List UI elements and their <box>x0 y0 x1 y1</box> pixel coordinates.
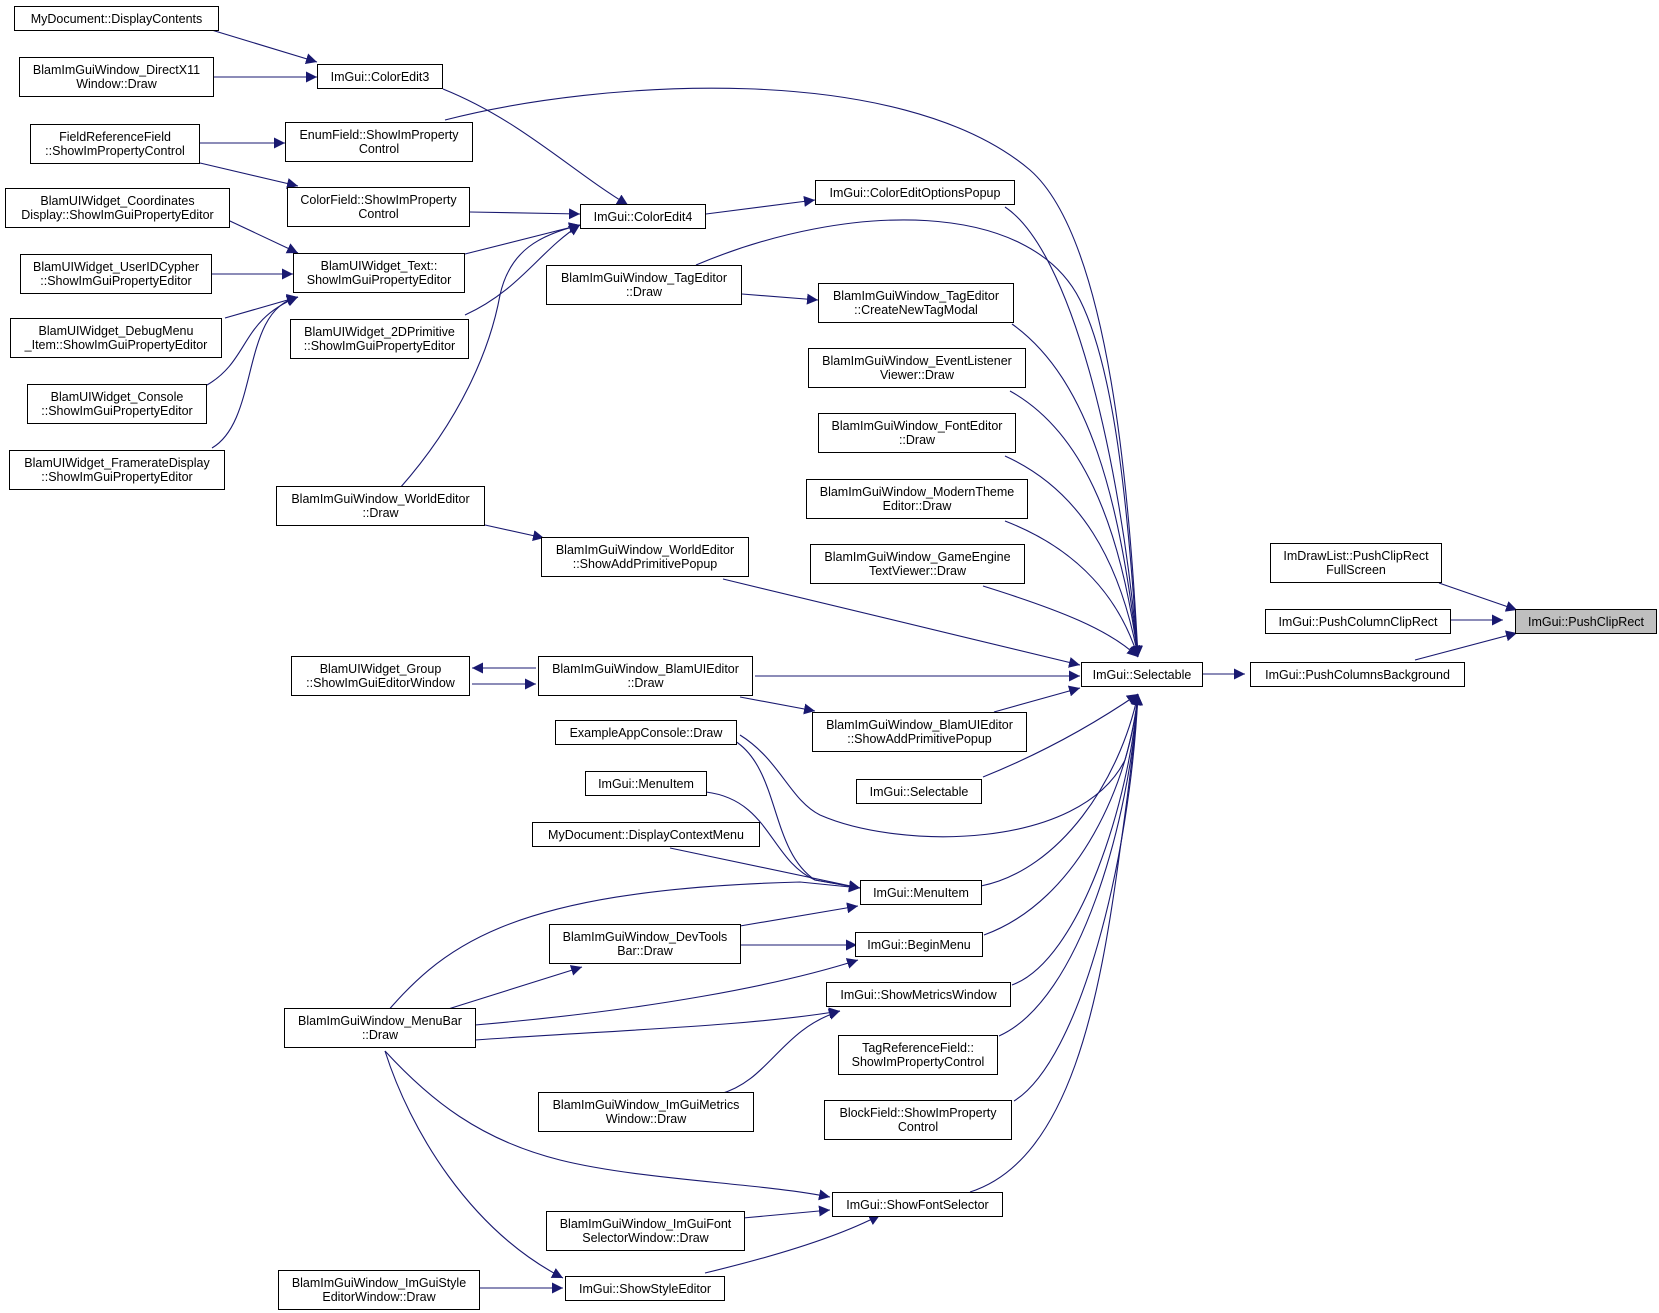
edge <box>705 195 816 215</box>
node-example-app-console[interactable]: ExampleAppConsole::Draw <box>555 720 737 745</box>
node-world-editor-draw[interactable]: BlamImGuiWindow_WorldEditor::Draw <box>276 486 485 526</box>
edge <box>384 1050 831 1201</box>
node-text-widget[interactable]: BlamUIWidget_Text::ShowImGuiPropertyEdit… <box>293 253 465 293</box>
edge <box>464 222 581 255</box>
node-show-metrics-window[interactable]: ImGui::ShowMetricsWindow <box>826 982 1011 1007</box>
edge <box>1004 455 1142 658</box>
edge <box>379 881 861 1021</box>
edge <box>980 693 1142 887</box>
edge <box>719 1009 841 1095</box>
edge <box>695 219 1143 658</box>
edge <box>204 27 318 65</box>
edge <box>969 693 1143 1193</box>
edge <box>1013 693 1143 1102</box>
node-blam-ui-editor-draw[interactable]: BlamImGuiWindow_BlamUIEditor::Draw <box>538 656 753 696</box>
edge <box>399 222 581 489</box>
edge <box>469 208 581 220</box>
edge <box>742 1205 831 1219</box>
edge <box>211 294 299 449</box>
node-world-editor-add-primitive[interactable]: BlamImGuiWindow_WorldEditor::ShowAddPrim… <box>541 537 749 577</box>
node-my-document-context-menu[interactable]: MyDocument::DisplayContextMenu <box>532 822 760 847</box>
edge <box>1004 520 1140 658</box>
node-tag-editor-create-new[interactable]: BlamImGuiWindow_TagEditor::CreateNewTagM… <box>818 283 1014 323</box>
edge <box>993 685 1081 713</box>
edge <box>722 578 1081 668</box>
node-my-document-display-contents[interactable]: MyDocument::DisplayContents <box>14 6 219 31</box>
node-field-reference-field[interactable]: FieldReferenceField::ShowImPropertyContr… <box>30 124 200 164</box>
node-selectable-main[interactable]: ImGui::Selectable <box>1081 662 1203 687</box>
node-menu-item-main[interactable]: ImGui::MenuItem <box>860 880 982 905</box>
node-tag-editor-draw[interactable]: BlamImGuiWindow_TagEditor::Draw <box>546 265 742 305</box>
node-group-widget[interactable]: BlamUIWidget_Group::ShowImGuiEditorWindo… <box>291 656 470 696</box>
edge <box>741 293 819 305</box>
edge <box>705 791 861 892</box>
node-color-edit4[interactable]: ImGui::ColorEdit4 <box>580 204 706 229</box>
edge <box>1438 582 1518 612</box>
edge <box>704 1214 881 1274</box>
edge <box>739 696 816 715</box>
node-blam-ui-editor-add-primitive[interactable]: BlamImGuiWindow_BlamUIEditor::ShowAddPri… <box>812 712 1027 752</box>
node-color-edit3[interactable]: ImGui::ColorEdit3 <box>317 64 443 89</box>
node-userid-cypher[interactable]: BlamUIWidget_UserIDCypher::ShowImGuiProp… <box>20 254 212 294</box>
edge <box>669 847 861 892</box>
node-tag-reference-field[interactable]: TagReferenceField::ShowImPropertyControl <box>838 1035 998 1075</box>
edge <box>998 693 1143 1037</box>
node-selectable-secondary[interactable]: ImGui::Selectable <box>856 779 982 804</box>
edge <box>1011 323 1143 658</box>
edge <box>1414 630 1518 661</box>
node-console-widget[interactable]: BlamUIWidget_Console::ShowImGuiPropertyE… <box>27 384 207 424</box>
node-begin-menu[interactable]: ImGui::BeginMenu <box>855 932 983 957</box>
node-push-column-clip-rect[interactable]: ImGui::PushColumnClipRect <box>1265 609 1451 634</box>
edge <box>474 1007 841 1041</box>
node-menu-item-secondary[interactable]: ImGui::MenuItem <box>585 771 707 796</box>
edge <box>1004 206 1143 658</box>
node-color-edit-options-popup[interactable]: ImGui::ColorEditOptionsPopup <box>815 180 1015 205</box>
edge <box>982 693 1139 778</box>
edge <box>982 585 1139 658</box>
edge <box>444 965 583 1011</box>
node-2d-primitive[interactable]: BlamUIWidget_2DPrimitive::ShowImGuiPrope… <box>290 319 469 359</box>
node-menubar-draw[interactable]: BlamImGuiWindow_MenuBar::Draw <box>284 1008 476 1048</box>
node-push-clip-rect-root[interactable]: ImGui::PushClipRect <box>1515 609 1657 634</box>
edge <box>1009 390 1143 658</box>
edge <box>199 162 299 189</box>
edge <box>384 1050 564 1279</box>
node-show-font-selector[interactable]: ImGui::ShowFontSelector <box>832 1192 1003 1217</box>
edge <box>484 524 545 542</box>
edge <box>224 294 299 319</box>
edge <box>474 958 859 1026</box>
edge <box>983 693 1143 936</box>
edge <box>444 87 1143 658</box>
edge <box>734 740 861 892</box>
node-framerate-display[interactable]: BlamUIWidget_FramerateDisplay::ShowImGui… <box>9 450 225 490</box>
edge <box>1011 693 1143 986</box>
node-font-editor[interactable]: BlamImGuiWindow_FontEditor::Draw <box>818 413 1016 453</box>
edge <box>739 902 859 927</box>
node-debug-menu-item[interactable]: BlamUIWidget_DebugMenu_Item::ShowImGuiPr… <box>10 318 222 358</box>
edge <box>464 224 581 316</box>
edge <box>442 88 629 206</box>
node-push-columns-background[interactable]: ImGui::PushColumnsBackground <box>1250 662 1465 687</box>
node-show-style-editor[interactable]: ImGui::ShowStyleEditor <box>565 1276 725 1301</box>
